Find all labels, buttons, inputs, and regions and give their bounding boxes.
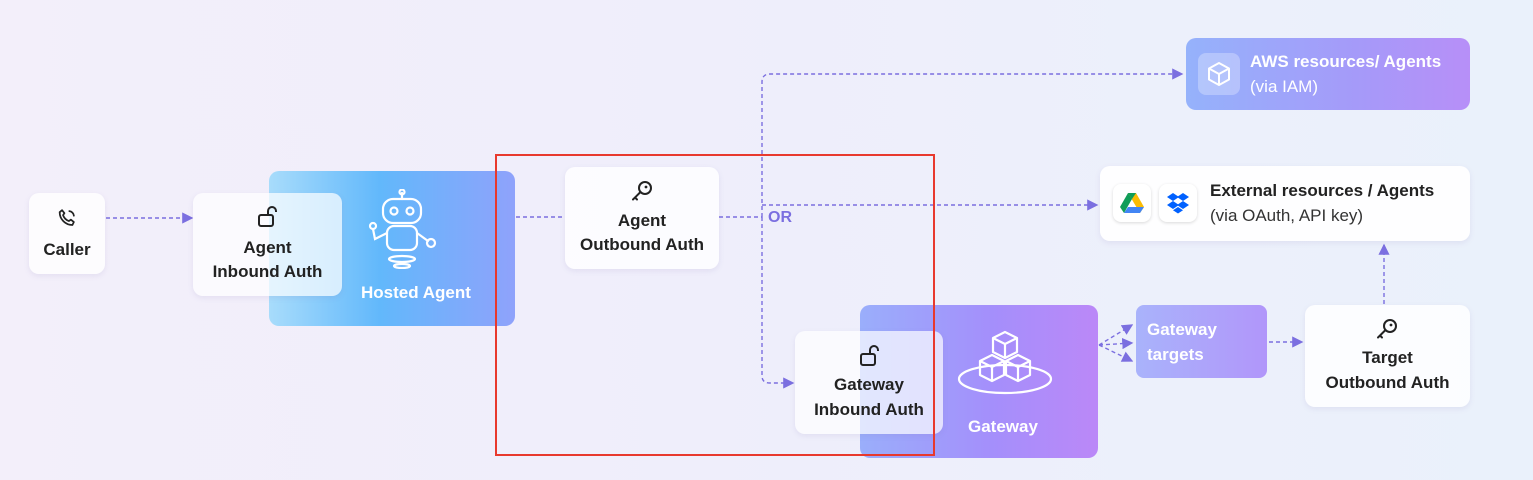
external-resources-title: External resources / Agents: [1210, 181, 1435, 200]
gateway-to-targets-connector-2: [1098, 338, 1134, 350]
hosted-agent-label: Hosted Agent: [361, 283, 471, 302]
gateway-targets-line1: Gateway: [1147, 320, 1217, 339]
key-icon: [632, 181, 652, 201]
dropbox-icon: [1167, 193, 1189, 214]
target-outbound-auth-card: Target Outbound Auth: [1305, 305, 1470, 407]
aws-resources-title: AWS resources/ Agents: [1250, 52, 1442, 71]
gateway-targets-card: Gateway targets: [1136, 305, 1267, 378]
gateway-label: Gateway: [968, 417, 1038, 436]
agent-outbound-auth-card: Agent Outbound Auth: [565, 167, 719, 269]
key-icon: [1377, 319, 1397, 339]
dropbox-tile: [1159, 184, 1197, 222]
aws-resources-card: AWS resources/ Agents (via IAM): [1186, 38, 1470, 110]
unlock-icon: [258, 206, 277, 227]
caller-card: Caller: [29, 193, 105, 274]
cube-icon: [1208, 62, 1230, 86]
external-resources-subtitle: (via OAuth, API key): [1210, 206, 1364, 225]
gateway-inbound-auth-card: Gateway Inbound Auth: [795, 331, 943, 434]
aws-icon-tile: [1198, 53, 1240, 95]
gateway-targets-line2: targets: [1147, 345, 1204, 364]
gateway-inbound-auth-line2: Inbound Auth: [814, 400, 924, 419]
google-drive-icon: [1120, 193, 1144, 213]
gateway-to-targets-connector-3: [1098, 344, 1134, 362]
gateway-inbound-auth-line1: Gateway: [834, 375, 904, 394]
caller-label: Caller: [43, 240, 91, 259]
agent-inbound-auth-card: Agent Inbound Auth: [193, 193, 342, 296]
aws-resources-subtitle: (via IAM): [1250, 77, 1318, 96]
external-resources-card: External resources / Agents (via OAuth, …: [1100, 166, 1470, 241]
gateway-to-targets-connector-1: [1098, 324, 1134, 346]
split-to-gateway-connector: [761, 217, 795, 389]
or-label: OR: [768, 209, 792, 226]
agent-outbound-auth-line1: Agent: [617, 211, 667, 230]
google-drive-tile: [1113, 184, 1151, 222]
split-to-aws-connector: [761, 68, 1184, 217]
highlight-box: [495, 154, 935, 456]
agent-inbound-auth-line2: Inbound Auth: [212, 262, 323, 281]
robot-icon: [368, 189, 437, 269]
target-outbound-auth-line1: Target: [1362, 348, 1413, 367]
phone-icon: [58, 209, 75, 226]
unlock-icon: [860, 345, 879, 366]
cubes-icon: [957, 330, 1053, 395]
target-outbound-auth-line2: Outbound Auth: [1325, 373, 1450, 392]
agent-outbound-auth-line2: Outbound Auth: [580, 235, 704, 254]
agent-inbound-auth-line1: Agent: [243, 238, 292, 257]
